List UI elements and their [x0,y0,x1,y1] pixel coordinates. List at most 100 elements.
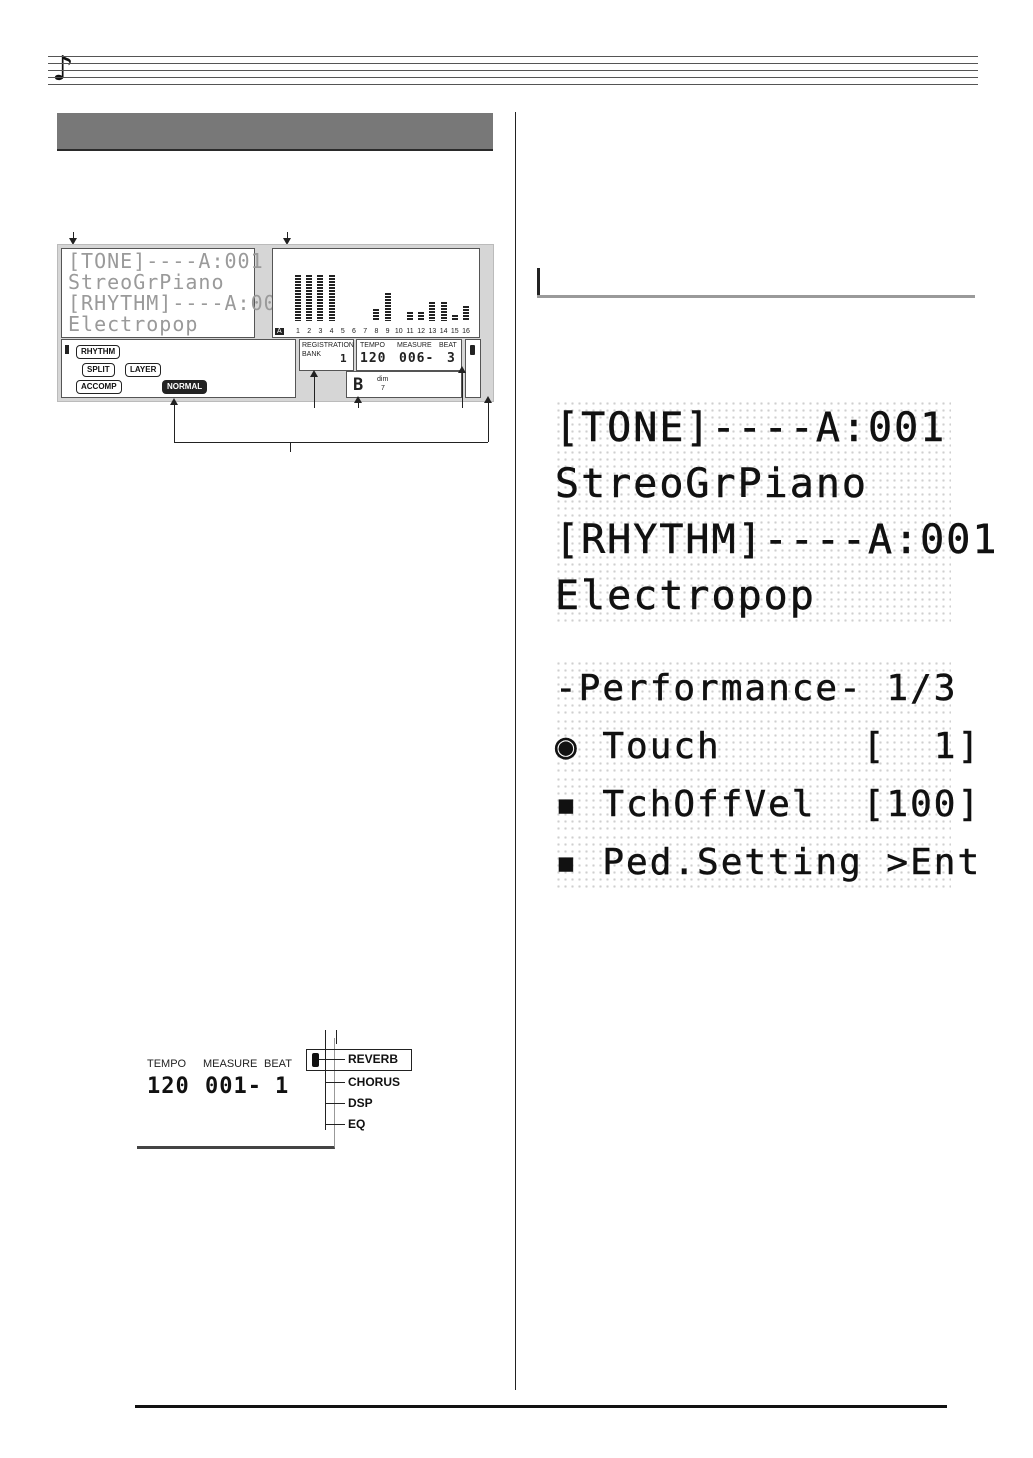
channel-level-bar [373,308,380,321]
callout-arrow [69,238,77,245]
header-staff [48,56,978,86]
bank-label: BANK [302,351,322,358]
bracket-line [325,1082,345,1083]
bracket-line [325,1103,345,1104]
callout-arrow [283,238,291,245]
normal-pill: NORMAL [162,380,208,394]
section-rule [537,268,975,298]
display-line: ▪ Ped.Setting >Ent [555,834,979,892]
display-line: Electropop [555,568,951,624]
mini-tempo-label: TEMPO [147,1058,187,1070]
callout-arrow [310,370,318,377]
channel-label: 15 [450,328,459,335]
performance-menu-display: -Performance- 1/3 ◉ Touch [ 1] ▪ TchOffV… [555,660,979,892]
tempo-pane: TEMPO MEASURE BEAT 120 006- 3 [356,339,462,371]
callout-line [462,368,463,408]
effect-display-diagram: TEMPO MEASURE BEAT 120 001- 1 REVERB CHO… [137,1030,457,1150]
effect-indicator [312,1053,319,1067]
lcd-tone-name: StreoGrPiano [68,270,225,294]
bracket-line [325,1124,345,1125]
channel-level-bar [384,293,391,321]
display-line: -Performance- 1/3 [555,660,956,718]
mode-indicator [65,345,69,354]
display-line: [TONE]----A:001 [555,400,951,456]
channel-label: 4 [329,328,334,335]
callout-line [314,372,315,408]
lcd-text-pane: [TONE]----A:001 StreoGrPiano [RHYTHM]---… [61,248,289,338]
effect-indicator [470,345,475,355]
channel-label: 13 [428,328,437,335]
display-line: ▪ TchOffVel [100] [555,776,979,834]
bracket-line [336,1030,337,1044]
channel-level-bar [328,274,335,321]
channel-label: 11 [406,328,414,335]
mini-beat-value: 1 [275,1074,290,1099]
callout-line [174,442,488,443]
effect-chorus: CHORUS [348,1075,401,1089]
mini-measure-value: 001- [205,1074,262,1099]
rhythm-pill: RHYTHM [76,345,121,359]
channel-label: 6 [352,328,356,335]
channel-label: 7 [363,328,368,335]
callout-arrow [484,396,492,403]
callout-line [290,442,291,452]
channel-label: 9 [385,328,390,335]
mini-beat-label: BEAT [264,1058,292,1070]
channel-label: 1 [296,328,300,335]
channel-level-bar [407,311,413,321]
mini-tempo-value: 120 [147,1074,190,1099]
display-line: [RHYTHM]----A:001 [555,512,997,568]
channel-level-bar [306,274,313,321]
effect-reverb: REVERB [348,1052,399,1066]
bracket-line [319,1059,345,1060]
channel-label: 5 [340,328,345,335]
footer-rule [135,1405,947,1408]
chord-ext: 7 [381,385,385,392]
callout-arrow [458,366,466,373]
channel-label: 3 [318,328,323,335]
column-divider [515,112,516,1390]
channel-label: 10 [394,328,403,335]
channel-level-bar [317,274,324,321]
chord-type: dim [377,376,389,383]
tempo-value: 120 [360,351,387,366]
channel-level-bar [451,314,458,321]
mini-measure-label: MEASURE [203,1058,258,1070]
callout-arrow [170,398,178,405]
channel-label: 12 [417,328,426,335]
channel-label: 16 [462,328,470,335]
callout-arrow [354,396,362,403]
lcd-mode-pane: RHYTHM SPLIT LAYER ACCOMP NORMAL [61,339,296,398]
tempo-label: TEMPO [360,342,385,349]
part-indicator: A [275,328,284,335]
callout-line [488,398,489,442]
callout-line [358,398,359,408]
lcd-diagram: [TONE]----A:001 StreoGrPiano [RHYTHM]---… [57,244,494,402]
chord-root: B [353,375,365,395]
lcd-tone-line: [TONE]----A:001 [68,249,264,273]
split-pill: SPLIT [82,363,115,377]
reverb-highlight-box [306,1049,412,1071]
channel-label: 8 [374,328,379,335]
callout-line [73,232,74,240]
effect-indicator-pane [465,339,481,398]
registration-pane: REGISTRATION BANK 1 [299,339,354,371]
section-heading-bar [57,113,493,151]
tone-rhythm-display: [TONE]----A:001 StreoGrPiano [RHYTHM]---… [555,400,997,624]
measure-label: MEASURE [397,342,432,349]
effect-dsp: DSP [348,1096,373,1110]
channel-label: 14 [439,328,448,335]
channel-level-bar [295,274,301,321]
display-line: ◉ Touch [ 1] [555,718,979,776]
bracket-line [325,1030,326,1130]
chord-pane: B dim 7 [346,371,462,398]
music-note-icon: ♪ [52,49,74,89]
callout-line [287,232,288,240]
channel-level-bar [463,305,469,321]
channel-level-bar [429,302,436,321]
bank-value: 1 [340,352,348,365]
accomp-pill: ACCOMP [76,380,122,394]
measure-value: 006- [399,351,435,366]
mini-lcd-panel: TEMPO MEASURE BEAT 120 001- 1 [137,1038,335,1149]
